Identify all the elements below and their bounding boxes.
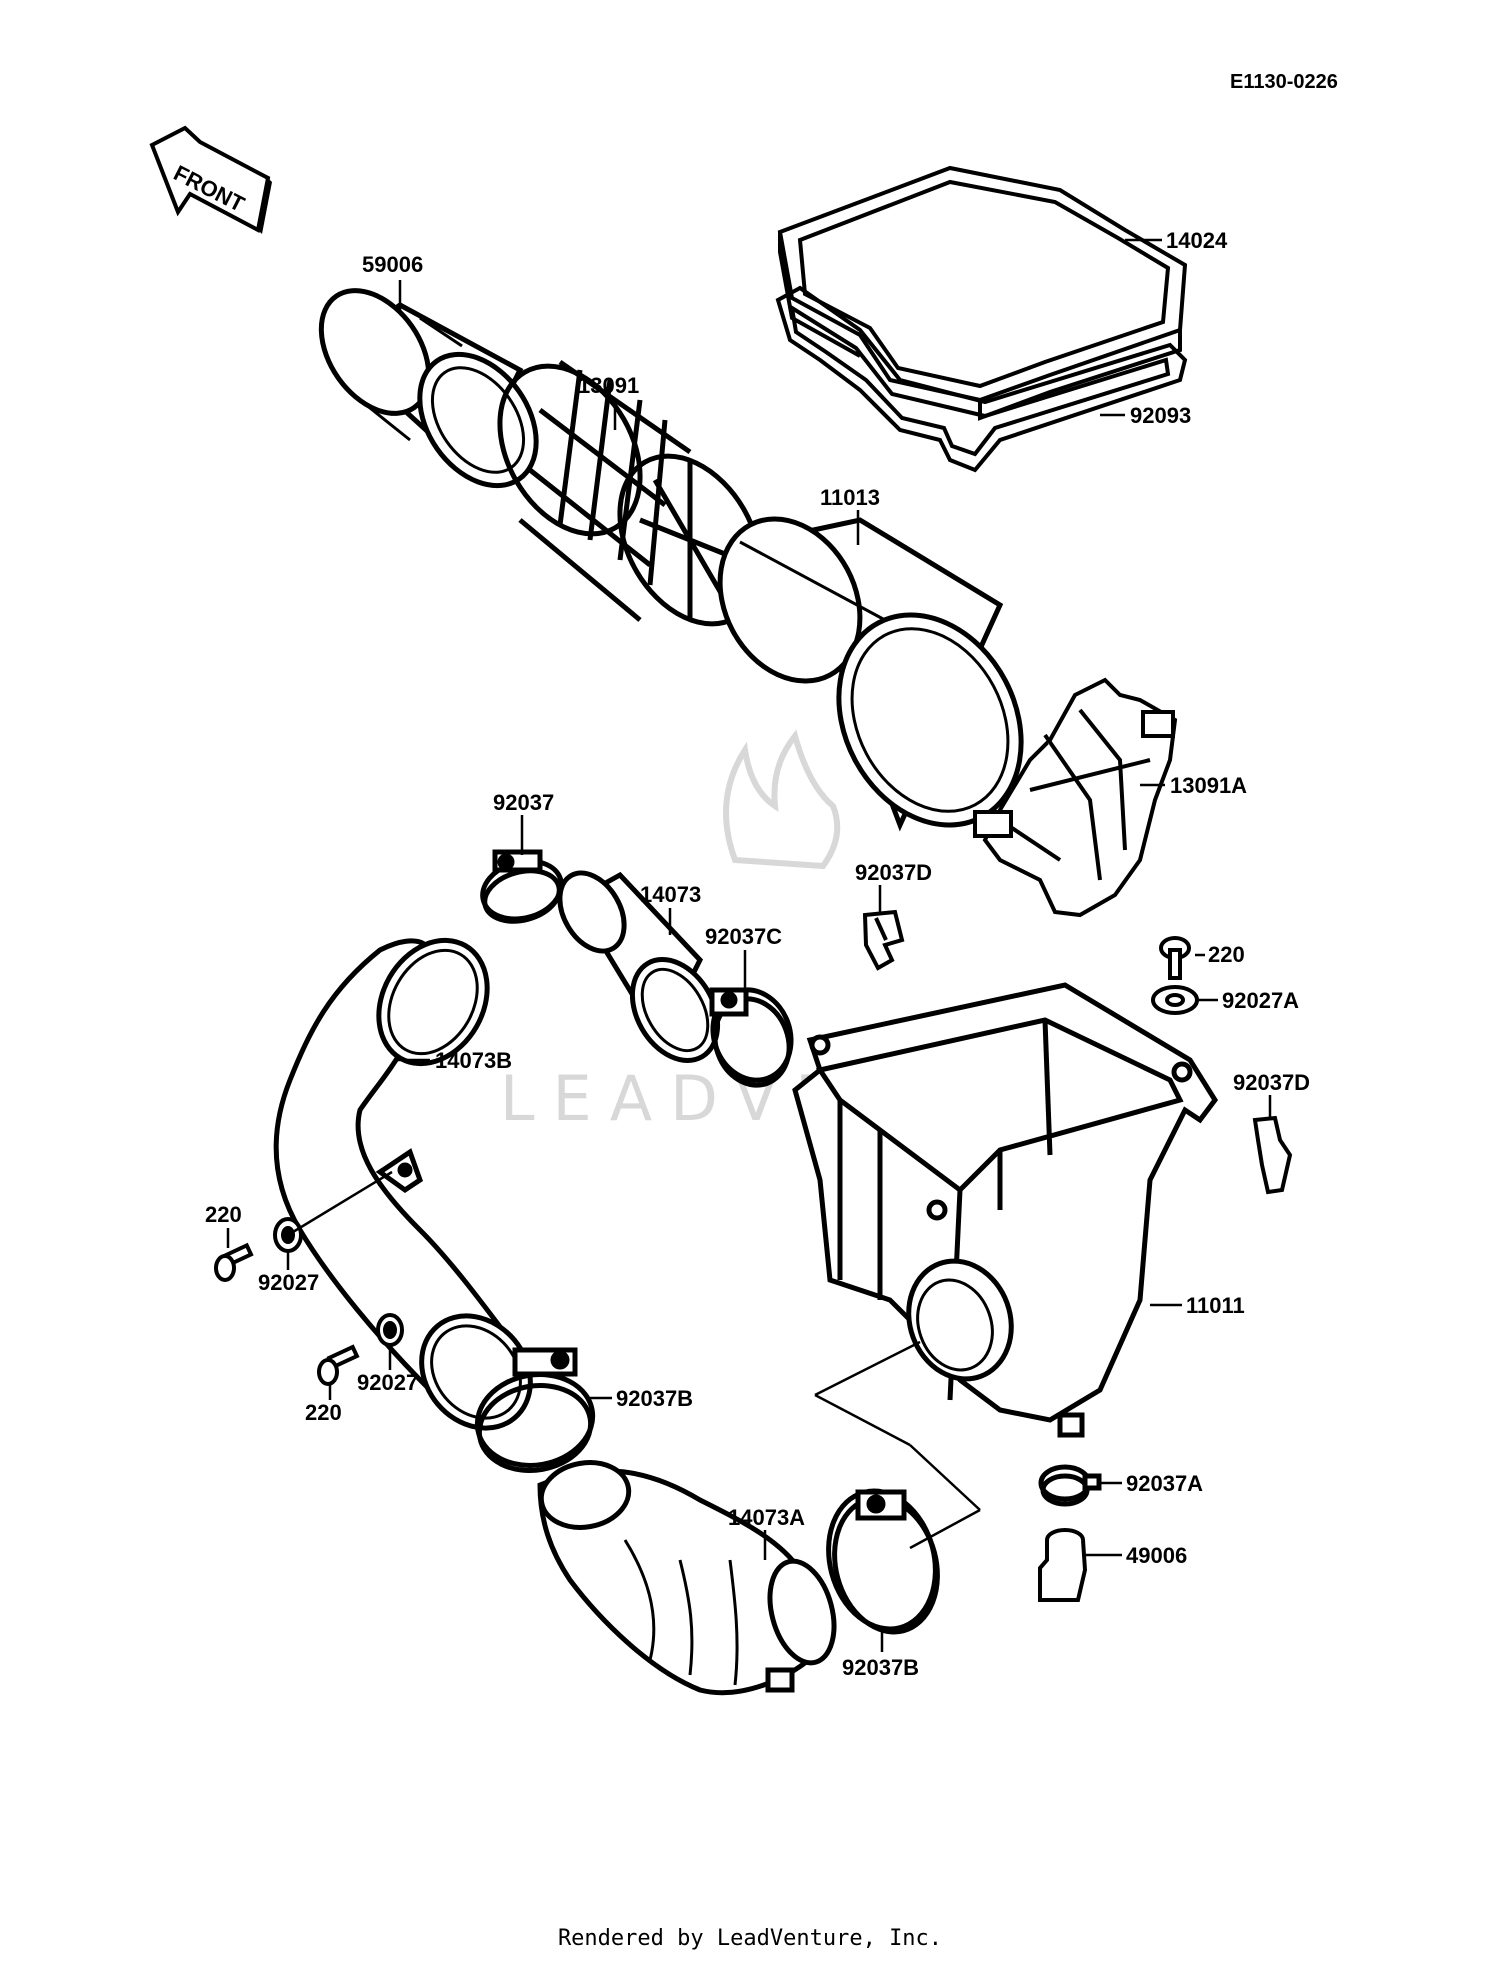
part-14073B-curved-duct bbox=[273, 937, 533, 1431]
part-92037B-clamp-upper bbox=[474, 1347, 596, 1473]
part-92037D-right-clip bbox=[1252, 1115, 1293, 1195]
part-220-bolt-left-bottom bbox=[317, 1344, 360, 1386]
label-92037D-right: 92037D bbox=[1233, 1070, 1310, 1095]
label-92037C: 92037C bbox=[705, 924, 782, 949]
label-220-right: 220 bbox=[1208, 942, 1245, 967]
label-59006: 59006 bbox=[362, 252, 423, 277]
label-92093: 92093 bbox=[1130, 403, 1191, 428]
label-14073B: 14073B bbox=[435, 1048, 512, 1073]
label-92037D-top: 92037D bbox=[855, 860, 932, 885]
part-14073-duct bbox=[557, 870, 721, 1063]
label-14073A: 14073A bbox=[728, 1505, 805, 1530]
label-14073: 14073 bbox=[640, 882, 701, 907]
label-49006: 49006 bbox=[1126, 1543, 1187, 1568]
label-13091: 13091 bbox=[578, 373, 639, 398]
label-92027A: 92027A bbox=[1222, 988, 1299, 1013]
part-13091A-bracket bbox=[973, 677, 1178, 918]
label-92027-left-top: 92027 bbox=[258, 1270, 319, 1295]
label-92027-left-bottom: 92027 bbox=[357, 1370, 418, 1395]
footer-credit: Rendered by LeadVenture, Inc. bbox=[558, 1926, 942, 1951]
part-220-bolt-left-top bbox=[214, 1242, 254, 1282]
part-92037B-clamp-lower bbox=[826, 1488, 940, 1635]
part-92037A-clamp bbox=[1038, 1464, 1102, 1507]
label-14024: 14024 bbox=[1166, 228, 1228, 253]
front-arrow-icon: FRONT bbox=[149, 125, 272, 234]
part-14073A-lower-duct bbox=[537, 1460, 837, 1696]
part-49006-drain bbox=[1038, 1528, 1088, 1602]
label-92037-top: 92037 bbox=[493, 790, 554, 815]
part-92037D-clip bbox=[862, 909, 905, 971]
part-labels: 14024 92093 59006 13091 11013 13091A 920… bbox=[205, 228, 1310, 1680]
label-92037B-lower: 92037B bbox=[842, 1655, 919, 1680]
part-92093-seal bbox=[775, 285, 1188, 473]
part-92037C-clamp bbox=[709, 987, 794, 1088]
label-11011: 11011 bbox=[1186, 1293, 1245, 1318]
part-11013-filter bbox=[717, 516, 1024, 832]
label-92037B-upper: 92037B bbox=[616, 1386, 693, 1411]
part-92027A-grommet bbox=[1151, 985, 1199, 1015]
label-220-left-bottom: 220 bbox=[305, 1400, 342, 1425]
label-11013: 11013 bbox=[820, 485, 880, 510]
part-14024-frame bbox=[777, 165, 1188, 421]
label-220-left-top: 220 bbox=[205, 1202, 242, 1227]
part-220-bolt bbox=[1159, 936, 1191, 980]
part-13091-cage bbox=[497, 359, 763, 627]
label-92037A: 92037A bbox=[1126, 1471, 1203, 1496]
part-92027-washer-left-bottom bbox=[376, 1313, 404, 1347]
leader-lines bbox=[226, 238, 1272, 1652]
part-59006-foam-sleeve bbox=[318, 288, 539, 489]
part-92037-clamp bbox=[480, 849, 564, 924]
diagram-code: E1130-0226 bbox=[1230, 71, 1338, 93]
label-13091A: 13091A bbox=[1170, 773, 1247, 798]
part-11011-airbox bbox=[792, 982, 1219, 1438]
